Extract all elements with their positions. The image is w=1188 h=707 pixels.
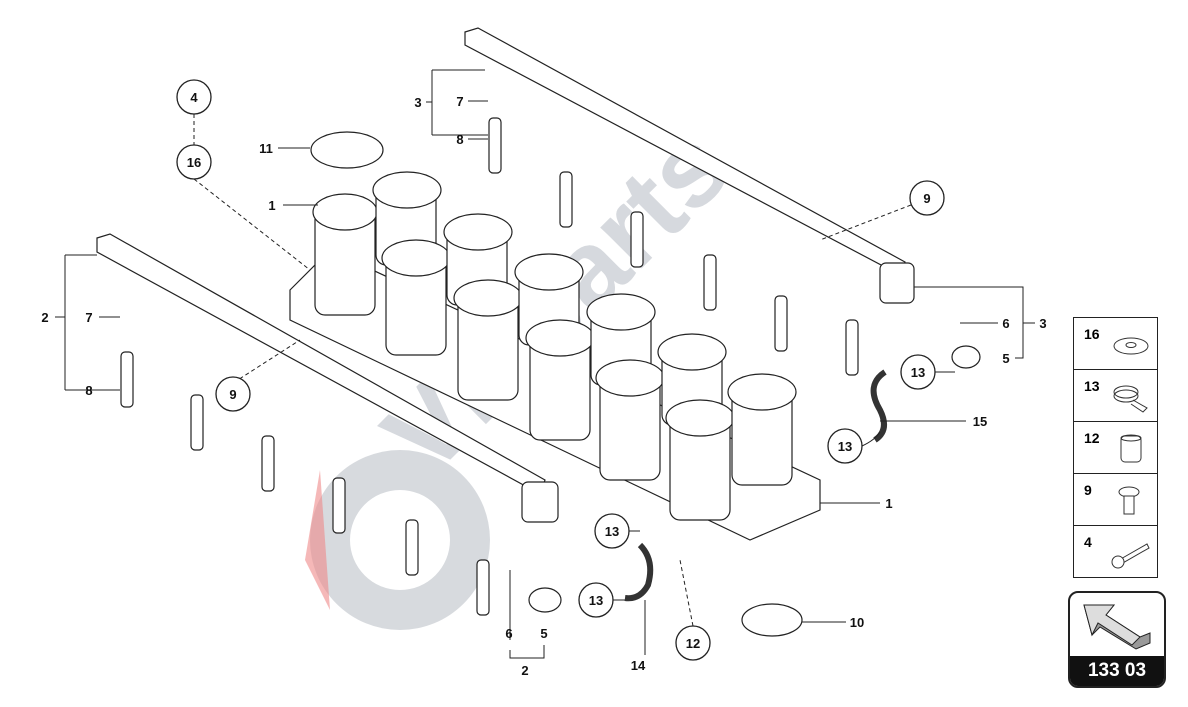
bolt-icon	[1111, 543, 1150, 569]
fuel-rail-front	[96, 233, 559, 523]
callout-circle: 9	[229, 387, 236, 402]
hose-15	[870, 369, 887, 443]
legend-label: 16	[1084, 326, 1100, 342]
legend-item-4: 4	[1074, 526, 1157, 577]
legend-item-13: 13	[1074, 370, 1157, 422]
callout: 6	[1002, 316, 1009, 331]
callout-circle: 13	[911, 365, 925, 380]
callout: 1	[268, 198, 275, 213]
callout: 6	[505, 626, 512, 641]
callout-circle: 13	[589, 593, 603, 608]
gasket-10	[741, 603, 803, 637]
fuel-rail-back	[464, 27, 915, 304]
callout-circle: 12	[686, 636, 700, 651]
callout-circle: 13	[838, 439, 852, 454]
callout-circle: 13	[605, 524, 619, 539]
parts-diagram: Vicparts	[55, 27, 1035, 659]
callout: 10	[850, 615, 864, 630]
callout: 15	[973, 414, 987, 429]
callout: 2	[521, 663, 528, 678]
callout: 5	[540, 626, 547, 641]
diagram-reference-number: 133 03	[1070, 656, 1164, 686]
callout-circle: 9	[923, 191, 930, 206]
leader-lines	[55, 69, 1035, 659]
gasket-11	[310, 131, 384, 169]
fuel-injectors	[120, 117, 859, 616]
legend-item-9: 9	[1074, 474, 1157, 526]
callout: 2	[41, 310, 48, 325]
legend-item-12: 12	[1074, 422, 1157, 474]
legend-label: 4	[1084, 534, 1092, 550]
callout: 8	[85, 383, 92, 398]
washer-icon	[1113, 337, 1149, 355]
view-direction-arrow-icon	[1083, 604, 1151, 650]
callout: 8	[456, 132, 463, 147]
legend-label: 9	[1084, 482, 1092, 498]
hose-14	[624, 542, 654, 602]
callout: 5	[1002, 351, 1009, 366]
diagram-reference-box: 133 03	[1068, 591, 1166, 688]
legend-label: 12	[1084, 430, 1100, 446]
callout: 7	[456, 94, 463, 109]
legend-label: 13	[1084, 378, 1100, 394]
pressure-regulators	[528, 345, 981, 613]
callout-circle: 16	[187, 155, 201, 170]
legend-item-16: 16	[1074, 318, 1157, 370]
callout: 14	[631, 658, 646, 673]
sleeve-icon	[1120, 434, 1142, 463]
callouts: 4 16 9 13 13 9 13 13 12 11 1 3 7 8 2 7 8…	[41, 79, 1047, 678]
callout: 3	[414, 95, 421, 110]
callout-circle: 4	[190, 90, 198, 105]
callout: 1	[885, 496, 892, 511]
screw-icon	[1118, 486, 1140, 515]
callout: 7	[85, 310, 92, 325]
callout: 11	[259, 141, 273, 156]
parts-legend: 16 13 12 9 4	[1073, 317, 1158, 578]
callout: 3	[1039, 316, 1046, 331]
intake-runners	[312, 171, 797, 521]
hose-clamp-icon	[1113, 385, 1148, 413]
